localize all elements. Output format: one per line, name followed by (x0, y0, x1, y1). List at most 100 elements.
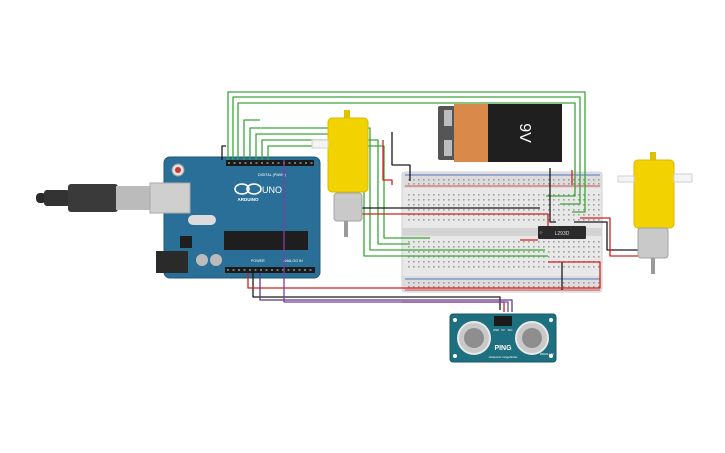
breadboard-hole (508, 266, 510, 268)
breadboard-hole (468, 251, 470, 253)
breadboard-hole (473, 199, 475, 201)
ultrasonic-sensor: PING GND 5V SIG ultrasonic rangefinder P… (449, 313, 557, 363)
breadboard-hole (533, 209, 535, 211)
breadboard-hole (588, 183, 590, 185)
breadboard-hole (493, 241, 495, 243)
header-pin (260, 269, 262, 271)
breadboard-hole (528, 261, 530, 263)
breadboard-hole (458, 219, 460, 221)
breadboard-hole (448, 199, 450, 201)
breadboard-hole (568, 241, 570, 243)
breadboard-hole (578, 256, 580, 258)
breadboard-hole (493, 194, 495, 196)
breadboard-hole (488, 219, 490, 221)
breadboard-hole (448, 214, 450, 216)
breadboard-hole (533, 246, 535, 248)
breadboard-hole (558, 256, 560, 258)
breadboard-hole (518, 194, 520, 196)
breadboard-hole (513, 179, 515, 181)
breadboard-hole (503, 214, 505, 216)
breadboard-hole (593, 282, 595, 284)
breadboard-hole (593, 246, 595, 248)
breadboard-hole (468, 199, 470, 201)
breadboard-hole (583, 219, 585, 221)
breadboard-hole (553, 251, 555, 253)
breadboard-hole (588, 194, 590, 196)
breadboard-hole (428, 286, 430, 288)
breadboard-hole (418, 286, 420, 288)
breadboard-hole (488, 266, 490, 268)
breadboard-hole (583, 214, 585, 216)
breadboard-hole (468, 282, 470, 284)
breadboard-hole (488, 214, 490, 216)
breadboard-hole (573, 183, 575, 185)
breadboard-hole (528, 183, 530, 185)
breadboard-hole (528, 246, 530, 248)
breadboard-hole (413, 204, 415, 206)
breadboard-hole (438, 183, 440, 185)
breadboard-hole (543, 194, 545, 196)
breadboard-hole (448, 194, 450, 196)
breadboard-hole (438, 194, 440, 196)
breadboard-hole (438, 246, 440, 248)
breadboard-hole (448, 209, 450, 211)
breadboard-hole (548, 286, 550, 288)
breadboard-hole (518, 214, 520, 216)
breadboard-hole (473, 209, 475, 211)
motor-driver-ic: L293D (538, 226, 586, 239)
breadboard-hole (498, 214, 500, 216)
breadboard-hole (583, 282, 585, 284)
breadboard-hole (548, 214, 550, 216)
breadboard-hole (493, 286, 495, 288)
breadboard-hole (498, 219, 500, 221)
breadboard-hole (433, 251, 435, 253)
breadboard-hole (408, 199, 410, 201)
sensor-caption: ultrasonic rangefinder (489, 355, 518, 359)
breadboard-hole (498, 282, 500, 284)
breadboard-hole (558, 209, 560, 211)
breadboard-hole (593, 256, 595, 258)
breadboard-hole (568, 214, 570, 216)
breadboard-hole (428, 183, 430, 185)
breadboard-hole (473, 194, 475, 196)
breadboard-hole (493, 256, 495, 258)
breadboard-hole (558, 251, 560, 253)
breadboard-hole (458, 261, 460, 263)
breadboard-hole (523, 261, 525, 263)
breadboard-hole (488, 282, 490, 284)
breadboard-hole (493, 183, 495, 185)
breadboard-hole (468, 266, 470, 268)
breadboard-hole (563, 199, 565, 201)
breadboard-hole (573, 199, 575, 201)
breadboard-hole (438, 209, 440, 211)
breadboard-hole (598, 246, 600, 248)
breadboard-hole (523, 209, 525, 211)
breadboard-hole (458, 266, 460, 268)
breadboard-hole (523, 183, 525, 185)
breadboard-hole (543, 282, 545, 284)
breadboard-hole (483, 266, 485, 268)
breadboard-hole (558, 204, 560, 206)
breadboard-hole (523, 282, 525, 284)
breadboard-hole (488, 251, 490, 253)
breadboard-hole (533, 199, 535, 201)
breadboard-hole (523, 256, 525, 258)
breadboard-hole (523, 251, 525, 253)
breadboard-hole (438, 204, 440, 206)
breadboard-hole (513, 261, 515, 263)
breadboard-hole (503, 219, 505, 221)
breadboard-hole (573, 256, 575, 258)
breadboard-hole (433, 199, 435, 201)
breadboard-hole (443, 251, 445, 253)
breadboard-hole (443, 256, 445, 258)
header-pin (277, 162, 280, 164)
breadboard-hole (578, 219, 580, 221)
breadboard-hole (448, 261, 450, 263)
breadboard-hole (528, 199, 530, 201)
breadboard-hole (598, 251, 600, 253)
breadboard-hole (508, 261, 510, 263)
breadboard-hole (438, 199, 440, 201)
breadboard-hole (428, 256, 430, 258)
breadboard-hole (593, 194, 595, 196)
breadboard-hole (578, 251, 580, 253)
